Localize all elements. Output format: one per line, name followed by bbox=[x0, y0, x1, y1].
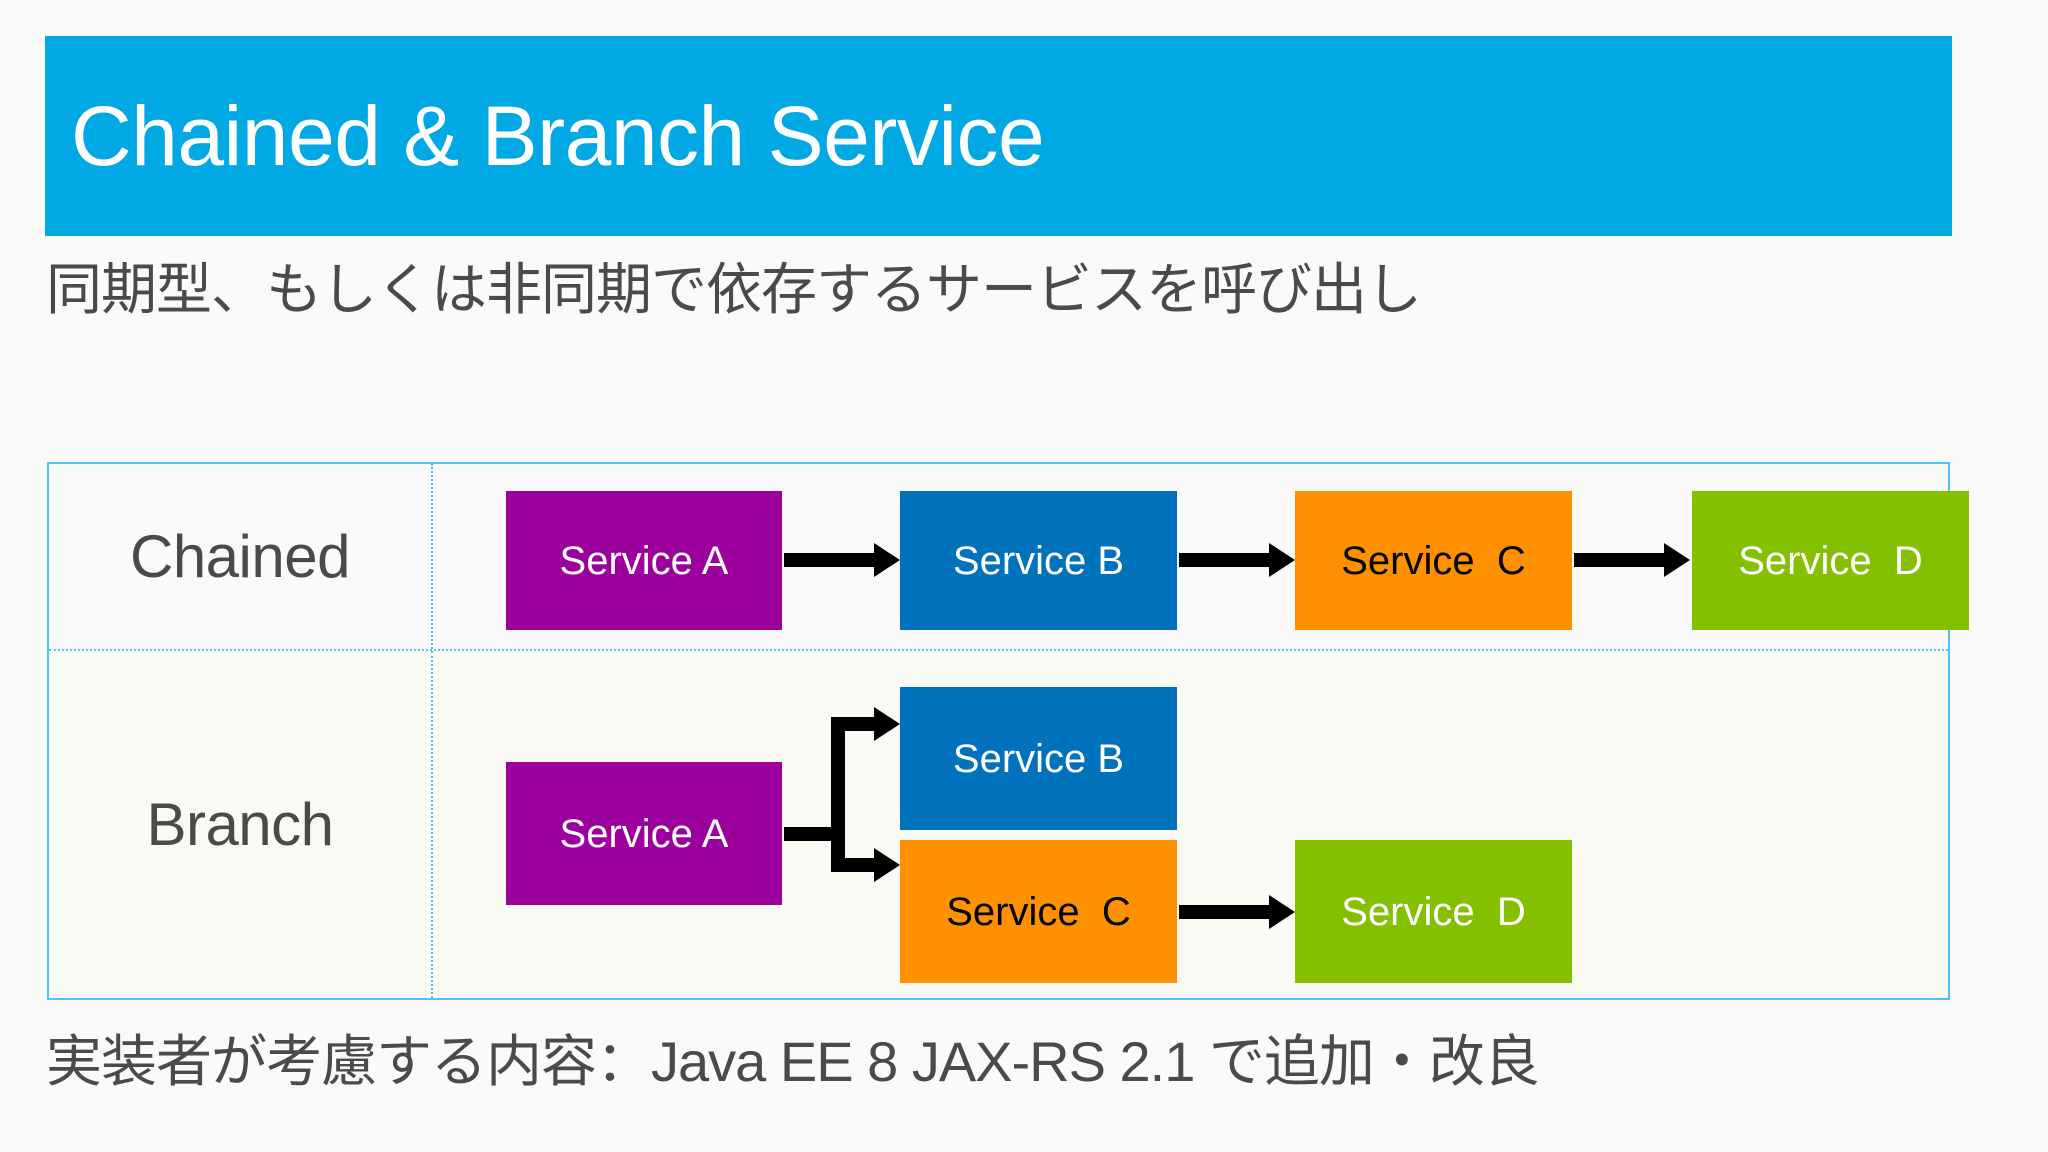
table-row: Chained Service A Service B bbox=[49, 464, 1969, 651]
service-node-a-chained[interactable]: Service A bbox=[506, 491, 782, 630]
row-label-chained: Chained bbox=[129, 523, 351, 590]
service-node-label: Service B bbox=[952, 538, 1125, 583]
arrow-head-c-to-d-chained bbox=[1664, 543, 1690, 577]
arrow-head-a-to-b-chained bbox=[874, 543, 900, 577]
service-node-label: Service A bbox=[559, 538, 729, 583]
footer-text: 実装者が考慮する内容：Java EE 8 JAX-RS 2.1 で追加・改良 bbox=[46, 1030, 1540, 1093]
service-node-label: Service D bbox=[1738, 538, 1923, 583]
arrow-head-a-to-c-branch bbox=[874, 848, 900, 882]
arrow-head-c-to-d-branch bbox=[1269, 895, 1295, 929]
service-node-b-chained[interactable]: Service B bbox=[900, 491, 1177, 630]
arrow-head-b-to-c-chained bbox=[1269, 543, 1295, 577]
branch-connector-stem bbox=[784, 827, 845, 841]
page-title: Chained & Branch Service bbox=[71, 89, 1045, 183]
service-node-b-branch[interactable]: Service B bbox=[900, 687, 1177, 830]
row-content-chained: Service A Service B Service C bbox=[433, 464, 1969, 649]
row-label-branch: Branch bbox=[146, 791, 334, 858]
diagram-table: Chained Service A Service B bbox=[47, 462, 1969, 1000]
arrow-head-a-to-b-branch bbox=[874, 707, 900, 741]
service-node-c-branch[interactable]: Service C bbox=[900, 840, 1177, 983]
subtitle-text: 同期型、もしくは非同期で依存するサービスを呼び出し bbox=[46, 258, 1422, 321]
branch-connector-upper bbox=[831, 717, 876, 731]
service-node-a-branch[interactable]: Service A bbox=[506, 762, 782, 905]
table-row: Branch Service A Service B bbox=[49, 651, 1948, 998]
branch-connector-lower bbox=[831, 858, 876, 872]
row-content-branch: Service A Service B Service C bbox=[433, 651, 1948, 998]
service-node-d-chained[interactable]: Service D bbox=[1692, 491, 1969, 630]
branch-connector-trunk bbox=[831, 717, 845, 872]
service-node-label: Service C bbox=[1341, 538, 1526, 583]
row-label-cell-chained: Chained bbox=[49, 464, 433, 649]
service-node-d-branch[interactable]: Service D bbox=[1295, 840, 1572, 983]
service-node-label: Service B bbox=[952, 736, 1125, 781]
service-node-label: Service D bbox=[1341, 889, 1526, 934]
service-node-c-chained[interactable]: Service C bbox=[1295, 491, 1572, 630]
service-node-label: Service A bbox=[559, 811, 729, 856]
service-node-label: Service C bbox=[946, 889, 1131, 934]
arrow-c-to-d-chained bbox=[1574, 553, 1666, 567]
arrow-b-to-c-chained bbox=[1179, 553, 1271, 567]
title-banner: Chained & Branch Service bbox=[45, 36, 1952, 236]
arrow-c-to-d-branch bbox=[1179, 905, 1271, 919]
arrow-a-to-b-chained bbox=[784, 553, 876, 567]
row-label-cell-branch: Branch bbox=[49, 651, 433, 998]
